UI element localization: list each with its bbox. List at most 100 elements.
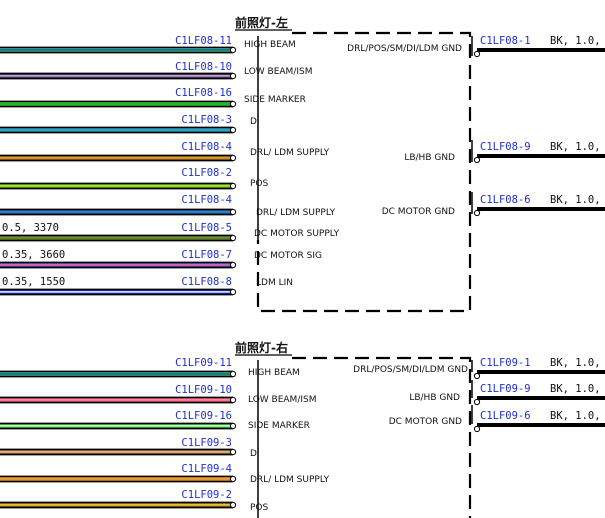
pin-terminal-icon (229, 154, 237, 162)
module-boundary (292, 356, 472, 518)
wire-harness (0, 370, 233, 378)
connector-label: C1LF09-3 (181, 437, 232, 449)
connector-label: C1LF09-2 (181, 489, 232, 501)
wire-spec-label: BK, 1.0, 1 (550, 410, 605, 422)
wire-harness (0, 154, 233, 162)
pin-label: HIGH BEAM (248, 368, 300, 378)
wire-spec-label: BK, 1.0, 5 (550, 141, 605, 153)
pin-label: HIGH BEAM (244, 40, 296, 50)
pin-row: 0.35, 1550 C1LF08-8 LDM LIN (0, 276, 293, 296)
wire-spec-label: 0.5, 3370 (2, 222, 59, 234)
pin-row: C1LF08-16 SIDE MARKER (0, 87, 306, 108)
wire-harness (0, 182, 233, 190)
pin-row: C1LF09-11 HIGH BEAM (0, 357, 300, 378)
pin-label: DRL/ LDM SUPPLY (256, 208, 336, 218)
wire-harness (0, 422, 233, 430)
connector-label: C1LF09-4 (181, 463, 232, 475)
wire-harness (0, 448, 233, 456)
pin-terminal-icon (229, 475, 237, 483)
ground-pin-row: DC MOTOR GND C1LF09-6 BK, 1.0, 1 (389, 410, 605, 433)
ground-pin-row: LB/HB GND C1LF09-9 BK, 1.0, 1 (409, 383, 605, 406)
pin-terminal-icon (229, 46, 237, 54)
pin-row: C1LF09-4 DRL/ LDM SUPPLY (0, 463, 330, 485)
pin-terminal-icon (229, 370, 237, 378)
pin-label: DC MOTOR GND (389, 417, 462, 427)
pin-row: C1LF09-3 DI (0, 437, 260, 459)
connector-label: C1LF08-9 (480, 141, 531, 153)
connector-label: C1LF09-11 (175, 357, 232, 369)
connector-label: C1LF08-11 (175, 35, 232, 47)
pin-label: DC MOTOR SIG (254, 251, 322, 261)
pin-row: C1LF08-4 DRL/ LDM SUPPLY (0, 194, 336, 218)
pin-terminal-icon (229, 288, 237, 296)
pin-terminal-icon (229, 396, 237, 404)
pin-row: C1LF08-2 POS (0, 167, 269, 190)
pin-row: 0.5, 3370 C1LF08-5 DC MOTOR SUPPLY (0, 222, 340, 242)
pin-label: LOW BEAM/ISM (244, 67, 312, 77)
pin-terminal-icon (473, 156, 481, 164)
connector-label: C1LF08-4 (181, 141, 232, 153)
pin-terminal-icon (229, 501, 237, 509)
connector-label: C1LF08-16 (175, 87, 232, 99)
wire-spec-label: BK, 1.0, 1 (550, 357, 605, 369)
ground-pin-row: DRL/POS/SM/DI/LDM GND C1LF09-1 BK, 1.0, … (353, 357, 605, 380)
pin-label: DRL/ LDM SUPPLY (250, 475, 330, 485)
wire-spec-label: BK, 1.0, 5 (550, 35, 605, 47)
wire-harness (0, 396, 233, 404)
module-boundary (256, 31, 472, 313)
pin-label: DRL/POS/SM/DI/LDM GND (353, 365, 468, 375)
pin-row: C1LF08-4 DRL/ LDM SUPPLY (0, 141, 330, 162)
connector-label: C1LF09-6 (480, 410, 531, 422)
connector-label: C1LF09-1 (480, 357, 531, 369)
pin-label: POS (250, 179, 269, 189)
pin-row: C1LF08-10 LOW BEAM/ISM (0, 61, 312, 80)
pin-row: C1LF09-16 SIDE MARKER (0, 410, 310, 431)
pin-label: LDM LIN (256, 278, 293, 288)
wire-harness (0, 100, 233, 108)
connector-label: C1LF08-6 (480, 194, 531, 206)
module-right-headlamp: 前照灯-右 C1LF09-11 HIGH BEAM C1LF09-10 LOW … (0, 340, 605, 518)
pin-label: LB/HB GND (404, 153, 455, 163)
pin-terminal-icon (229, 208, 237, 216)
wire-harness (0, 208, 233, 216)
wire-harness (0, 234, 233, 242)
pin-row: 0.35, 3660 C1LF08-7 DC MOTOR SIG (0, 249, 322, 269)
pin-label: DI (250, 449, 260, 459)
pin-terminal-icon (473, 372, 481, 380)
module-left-headlamp: 前照灯-左 C1LF08-11 HIGH BEAM C1LF08-10 LOW … (0, 15, 605, 313)
connector-label: C1LF08-2 (181, 167, 232, 179)
pin-label: DC MOTOR GND (382, 207, 455, 217)
pin-label: DRL/POS/SM/DI/LDM GND (347, 44, 462, 54)
pin-terminal-icon (229, 72, 237, 80)
ground-pin-row: DC MOTOR GND C1LF08-6 BK, 1.0, 5 (382, 194, 605, 217)
pin-terminal-icon (229, 100, 237, 108)
connector-label: C1LF08-4 (181, 194, 232, 206)
pin-terminal-icon (229, 448, 237, 456)
wire-spec-label: 0.35, 1550 (2, 276, 65, 288)
wire-harness (0, 475, 233, 483)
pin-label: SIDE MARKER (248, 421, 310, 431)
pin-label: LB/HB GND (409, 393, 460, 403)
wire-harness (0, 261, 233, 269)
pin-row: C1LF09-10 LOW BEAM/ISM (0, 384, 316, 405)
pin-terminal-icon (229, 234, 237, 242)
wire-harness (0, 501, 233, 509)
wire-harness (0, 288, 233, 296)
pin-terminal-icon (473, 425, 481, 433)
pin-label: POS (250, 503, 269, 513)
pin-label: LOW BEAM/ISM (248, 395, 316, 405)
connector-label: C1LF09-9 (480, 383, 531, 395)
connector-label: C1LF08-10 (175, 61, 232, 73)
pin-terminal-icon (473, 209, 481, 217)
pin-terminal-icon (229, 261, 237, 269)
wire-harness (0, 72, 233, 80)
pin-row: C1LF08-11 HIGH BEAM (0, 35, 296, 54)
module-title: 前照灯-左 (235, 15, 288, 30)
pin-row: C1LF09-2 POS (0, 489, 269, 513)
connector-label: C1LF08-5 (181, 222, 232, 234)
pin-terminal-icon (229, 422, 237, 430)
pin-row: C1LF08-3 DI (0, 114, 260, 134)
wire-harness (0, 46, 233, 54)
ground-pin-row: LB/HB GND C1LF08-9 BK, 1.0, 5 (404, 141, 605, 164)
